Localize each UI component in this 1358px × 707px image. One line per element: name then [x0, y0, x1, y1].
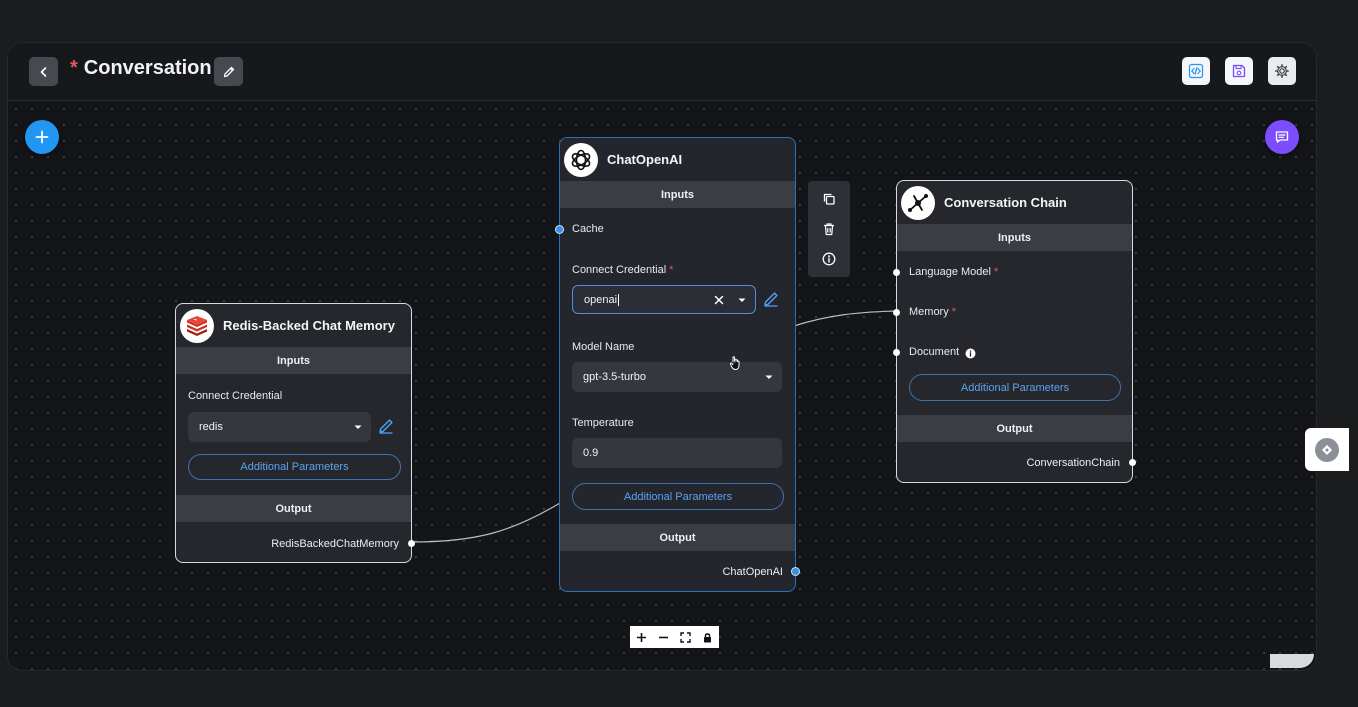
chat-icon [1275, 131, 1289, 143]
window-corner-decoration [1270, 654, 1314, 668]
back-button[interactable] [29, 57, 58, 86]
node-title: Redis-Backed Chat Memory [223, 318, 395, 333]
inputs-section-header: Inputs [176, 347, 411, 374]
chevron-down-icon [765, 375, 773, 379]
clear-icon[interactable] [713, 294, 725, 306]
memory-label: Memory* [909, 306, 957, 318]
output-section-header: Output [176, 495, 411, 522]
inputs-section-header: Inputs [560, 181, 795, 208]
output-handle[interactable] [408, 540, 415, 547]
credential-select[interactable]: openai [572, 285, 756, 314]
redis-logo-icon [180, 308, 214, 343]
model-name-select[interactable]: gpt-3.5-turbo [572, 362, 782, 392]
document-label: Document [909, 346, 960, 358]
output-section-header: Output [560, 524, 795, 551]
zoom-in-icon[interactable] [636, 632, 647, 643]
chevron-down-icon [738, 298, 746, 302]
flow-editor-window: *Conversation [8, 43, 1316, 670]
output-name: RedisBackedChatMemory [271, 538, 399, 550]
code-icon [1188, 63, 1204, 79]
edges-layer [411, 310, 897, 543]
node-toolbar [808, 181, 850, 277]
model-name-value: gpt-3.5-turbo [583, 371, 646, 383]
inputs-section-header: Inputs [897, 224, 1132, 251]
credential-select-value: openai [584, 293, 618, 306]
add-node-button[interactable] [25, 120, 59, 154]
additional-parameters-button[interactable]: Additional Parameters [909, 374, 1121, 401]
output-handle[interactable] [792, 568, 799, 575]
trash-icon[interactable] [822, 222, 836, 236]
save-button[interactable] [1225, 57, 1253, 85]
node-header: Redis-Backed Chat Memory [176, 304, 411, 347]
flow-title: Conversation [83, 57, 212, 79]
edit-title-button[interactable] [214, 57, 243, 86]
edge-openai-to-chain [793, 310, 897, 327]
cache-label: Cache [572, 223, 604, 235]
gear-icon [1275, 64, 1289, 78]
temperature-label: Temperature [572, 417, 634, 429]
node-header: Conversation Chain [897, 181, 1132, 224]
memory-input-handle[interactable] [893, 309, 900, 316]
node-chat-openai[interactable]: ChatOpenAI Inputs Cache Connect Credenti… [556, 137, 799, 592]
credential-select[interactable]: redis [188, 412, 371, 442]
language-model-input-handle[interactable] [893, 269, 900, 276]
edit-credential-icon[interactable] [762, 290, 780, 308]
edit-credential-icon[interactable] [377, 417, 395, 435]
node-conversation-chain[interactable]: Conversation Chain Inputs Language Model… [893, 180, 1136, 483]
output-name: ConversationChain [1026, 457, 1120, 469]
output-name: ChatOpenAI [722, 566, 783, 578]
node-header: ChatOpenAI [560, 138, 795, 181]
node-redis-chat-memory[interactable]: Redis-Backed Chat Memory Inputs Connect … [175, 303, 415, 563]
unsaved-indicator: * [70, 57, 78, 79]
language-model-label: Language Model* [909, 266, 999, 278]
temperature-input[interactable]: 0.9 [572, 438, 782, 468]
settings-button[interactable] [1268, 57, 1296, 85]
credential-select-value: redis [199, 421, 223, 433]
zoom-controls [630, 626, 719, 648]
side-panel-tab[interactable] [1305, 428, 1349, 471]
info-icon[interactable] [822, 252, 836, 266]
node-title: Conversation Chain [944, 195, 1067, 210]
copy-icon[interactable] [822, 192, 836, 206]
cache-input-handle[interactable] [556, 226, 563, 233]
model-name-label: Model Name [572, 341, 635, 353]
hand-cursor-icon [729, 356, 740, 370]
pencil-icon [223, 66, 234, 77]
app-logo-icon [1315, 437, 1339, 462]
edge-memory-to-openai [411, 502, 561, 543]
node-title: ChatOpenAI [607, 152, 683, 167]
chevron-down-icon [354, 425, 362, 429]
flow-canvas[interactable]: Redis-Backed Chat Memory Inputs Connect … [8, 101, 1316, 670]
header-bar: *Conversation [8, 43, 1316, 101]
output-section-header: Output [897, 415, 1132, 442]
lock-icon[interactable] [702, 632, 713, 643]
connect-credential-label: Connect Credential [188, 390, 283, 402]
connect-credential-label: Connect Credential* [572, 264, 674, 276]
additional-parameters-button[interactable]: Additional Parameters [188, 454, 401, 480]
code-button[interactable] [1182, 57, 1210, 85]
chat-button[interactable] [1265, 120, 1299, 154]
additional-parameters-button[interactable]: Additional Parameters [572, 483, 784, 510]
output-handle[interactable] [1129, 459, 1136, 466]
chain-logo-icon [901, 185, 935, 220]
plus-icon [35, 130, 49, 144]
info-icon[interactable] [965, 348, 976, 359]
chevron-left-icon [40, 66, 46, 77]
openai-logo-icon [564, 142, 598, 177]
zoom-out-icon[interactable] [658, 632, 669, 643]
page-title: *Conversation [70, 57, 212, 80]
document-input-handle[interactable] [893, 349, 900, 356]
fit-view-icon[interactable] [680, 631, 691, 643]
save-icon [1232, 64, 1246, 78]
